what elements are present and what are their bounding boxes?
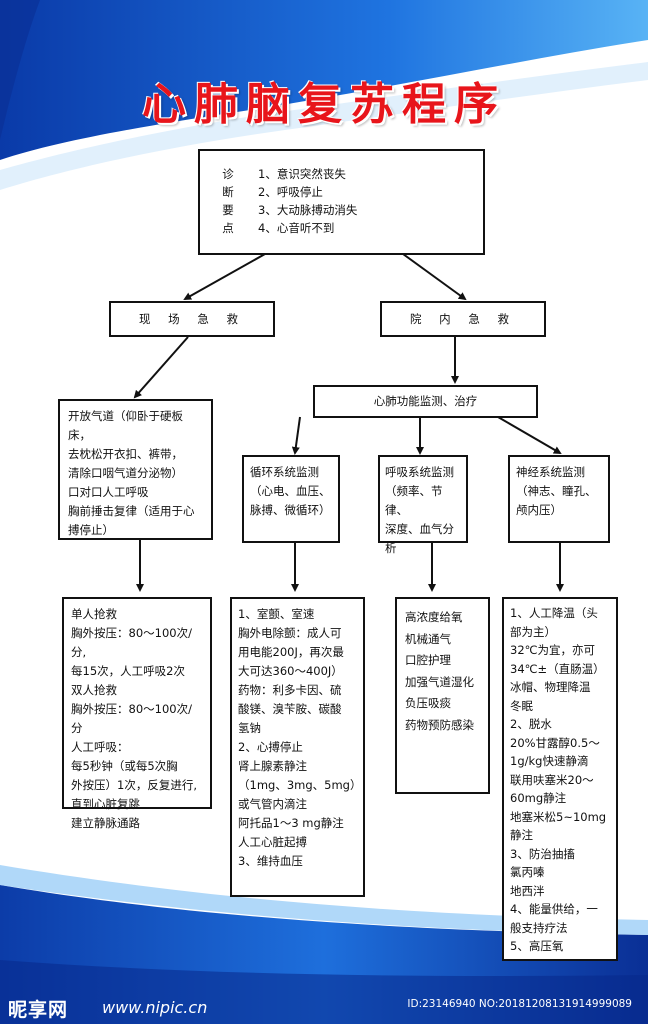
- field-step-line: 开放气道（仰卧于硬板床，: [68, 409, 183, 442]
- field-step-line: 去枕松开衣扣、裤带，: [68, 447, 183, 461]
- respiration-detail-line: 机械通气: [405, 631, 451, 646]
- cpr-detail-box: 单人抢救 胸外按压：80～100次/分, 每15次，人工呼吸2次 双人抢救 胸外…: [62, 597, 212, 830]
- diagnosis-item: 4、心音听不到: [258, 221, 335, 235]
- field-step-line: 清除口咽气道分泌物）: [68, 466, 183, 480]
- nervous-line: （神志、瞳孔、: [516, 484, 597, 498]
- field-step-line: 胸前捶击复律（适用于心: [68, 504, 195, 518]
- nervous-detail-line: 20%甘露醇0.5～: [510, 735, 600, 750]
- circulation-line: 脉搏、微循环）: [250, 503, 331, 517]
- watermark-url: www.nipic.cn: [102, 998, 208, 1017]
- nervous-detail-line: 静注: [510, 828, 533, 842]
- cpr-line: 外按压）1次，反复进行,: [71, 778, 197, 792]
- cpr-line: 每15次，人工呼吸2次: [71, 664, 185, 678]
- respiration-detail-line: 加强气道湿化: [405, 674, 474, 689]
- nervous-detail-line: 2、脱水: [510, 717, 552, 731]
- respiration-detail-box: 高浓度给氧 机械通气 口腔护理 加强气道湿化 负压吸痰 药物预防感染: [395, 597, 490, 794]
- nervous-detail-line: 5、高压氧: [510, 939, 564, 953]
- page-title: 心肺脑复苏程序: [142, 79, 506, 130]
- diagnosis-box: 诊 断 要 点 1、意识突然丧失 2、呼吸停止 3、大动脉搏动消失 4、心音听不…: [198, 149, 485, 255]
- circulation-detail-line: （1mg、3mg、5mg）: [238, 778, 362, 792]
- nervous-detail-line: 冬眠: [510, 698, 533, 713]
- respiration-detail-line: 负压吸痰: [405, 696, 451, 710]
- watermark-id: ID:23146940 NO:20181208131914999089: [407, 998, 632, 1010]
- nervous-detail-line: 地西泮: [510, 883, 545, 898]
- circulation-line: （心电、血压、: [250, 484, 331, 498]
- circulation-detail-line: 胸外电除颤：成人可: [238, 626, 342, 640]
- circulation-detail-line: 或气管内滴注: [238, 797, 307, 811]
- circulation-line: 循环系统监测: [250, 465, 319, 479]
- nervous-line: 神经系统监测: [516, 465, 585, 479]
- nervous-detail-line: 氯丙嗪: [510, 865, 545, 879]
- nervous-detail-line: 4、能量供给，一: [510, 902, 598, 916]
- field-rescue-box: 现 场 急 救: [109, 301, 275, 337]
- circulation-detail-line: 氢钠: [238, 721, 261, 735]
- circulation-detail-line: 用电能200J，再次最: [238, 645, 344, 659]
- cpr-line: 人工呼吸：: [71, 740, 129, 754]
- nervous-detail-line: 34℃±（直肠温）: [510, 661, 605, 676]
- nervous-detail-line: 地塞米松5~10mg: [510, 809, 607, 824]
- circulation-detail-line: 3、维持血压: [238, 854, 303, 868]
- diagnosis-list: 1、意识突然丧失 2、呼吸停止 3、大动脉搏动消失 4、心音听不到: [258, 165, 357, 237]
- diagnosis-side-char: 断: [222, 185, 234, 199]
- cpr-line: 建立静脉通路: [71, 816, 140, 830]
- watermark-logo: 昵享网: [8, 999, 69, 1021]
- nervous-line: 颅内压）: [516, 503, 562, 517]
- monitoring-box: 心肺功能监测、治疗: [313, 385, 538, 418]
- hospital-rescue-box: 院 内 急 救: [380, 301, 546, 337]
- nervous-detail-line: 1g/kg快速静滴: [510, 754, 589, 768]
- nervous-detail-box: 1、人工降温（头 部为主） 32℃为宜，亦可 34℃±（直肠温） 冰帽、物理降温…: [502, 597, 618, 961]
- diagnosis-item: 3、大动脉搏动消失: [258, 203, 358, 217]
- circulation-detail-line: 肾上腺素静注: [238, 759, 307, 773]
- cpr-line: 胸外按压：80～100次/分: [71, 702, 192, 735]
- diagnosis-side-char: 诊: [222, 167, 234, 181]
- respiration-detail-line: 高浓度给氧: [405, 610, 463, 624]
- cpr-line: 每5秒钟（或每5次胸: [71, 759, 178, 773]
- diagnosis-item: 1、意识突然丧失: [258, 167, 346, 181]
- field-steps-box: 开放气道（仰卧于硬板床， 去枕松开衣扣、裤带， 清除口咽气道分泌物） 口对口人工…: [58, 399, 213, 540]
- circulation-detail-line: 药物：利多卡因、硫: [238, 683, 342, 697]
- circulation-detail-line: 酸镁、溴苄胺、碳酸: [238, 702, 342, 716]
- respiration-line: 析: [385, 541, 397, 555]
- circulation-detail-line: 2、心搏停止: [238, 740, 303, 754]
- diagnosis-side-char: 点: [222, 221, 234, 235]
- nervous-detail-line: 部为主）: [510, 624, 556, 639]
- field-step-line: 搏停止）: [68, 523, 114, 537]
- nervous-detail-line: 3、防治抽搐: [510, 846, 575, 861]
- nervous-detail-line: 联用呋塞米20～: [510, 772, 594, 787]
- respiration-line: 深度、血气分: [385, 522, 454, 536]
- field-step-line: 口对口人工呼吸: [68, 485, 149, 499]
- nervous-monitor-box: 神经系统监测 （神志、瞳孔、 颅内压）: [508, 455, 610, 543]
- nervous-detail-line: 1、人工降温（头: [510, 606, 598, 620]
- nervous-detail-line: 般支持疗法: [510, 920, 568, 935]
- nervous-detail-line: 32℃为宜，亦可: [510, 643, 596, 657]
- circulation-detail-line: 人工心脏起搏: [238, 835, 307, 849]
- cpr-line: 双人抢救: [71, 683, 117, 697]
- cpr-line: 直到心脏复跳: [71, 797, 140, 811]
- diagnosis-item: 2、呼吸停止: [258, 185, 323, 199]
- respiration-monitor-box: 呼吸系统监测 （频率、节律、 深度、血气分 析: [378, 455, 468, 555]
- circulation-detail-line: 1、室颤、室速: [238, 607, 315, 621]
- respiration-line: 呼吸系统监测: [385, 465, 454, 479]
- nervous-detail-line: 60mg静注: [510, 791, 567, 805]
- nervous-detail-line: 冰帽、物理降温: [510, 680, 591, 694]
- cpr-line: 胸外按压：80～100次/分,: [71, 626, 192, 659]
- cpr-line: 单人抢救: [71, 607, 117, 621]
- circulation-monitor-box: 循环系统监测 （心电、血压、 脉搏、微循环）: [242, 455, 340, 543]
- diagnosis-side-label: 诊 断 要 点: [220, 165, 236, 237]
- circulation-detail-line: 阿托品1～3 mg静注: [238, 816, 344, 830]
- circulation-detail-line: 大可达360～400J）: [238, 664, 343, 678]
- respiration-detail-line: 口腔护理: [405, 653, 451, 667]
- circulation-detail-box: 1、室颤、室速 胸外电除颤：成人可 用电能200J，再次最 大可达360～400…: [230, 597, 365, 897]
- diagnosis-side-char: 要: [222, 203, 234, 217]
- respiration-line: （频率、节律、: [385, 484, 443, 517]
- respiration-detail-line: 药物预防感染: [405, 717, 474, 732]
